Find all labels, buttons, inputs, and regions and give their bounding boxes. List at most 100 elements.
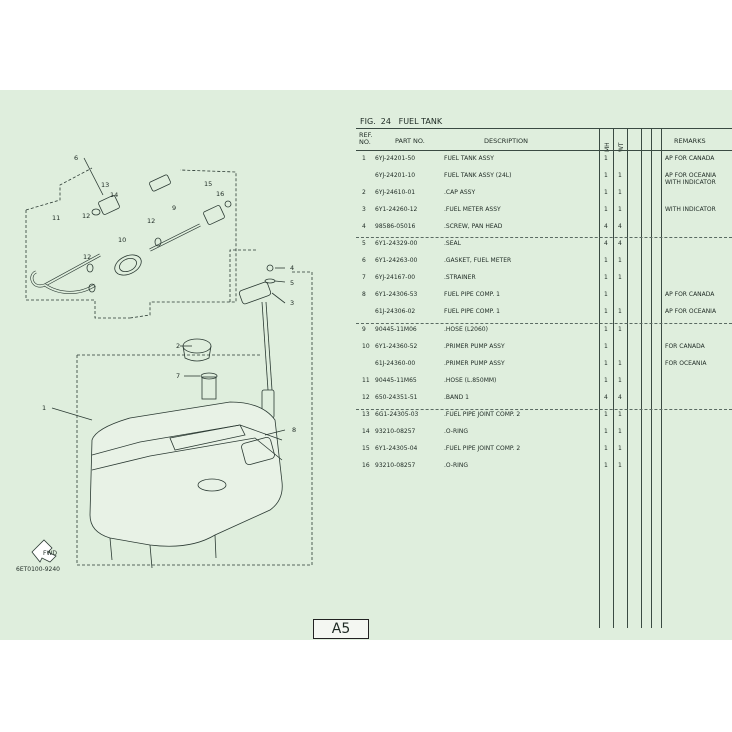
cell-wt: 1 [618,308,622,315]
cell-description: .STRAINER [444,274,476,281]
cell-part-no: 650-24351-51 [375,394,418,401]
cell-mh: 1 [604,257,608,264]
fwd-label: FWD [43,550,57,557]
callout-label: 11 [52,214,60,222]
col-header-ref: REF. NO. [359,131,373,146]
cell-part-no: 6YJ-24167-00 [375,274,416,281]
fwd-arrow-icon: FWD [31,539,57,563]
group-separator [356,409,732,410]
col-header-description: DESCRIPTION [484,137,528,145]
cell-part-no: 61J-24306-02 [375,308,416,315]
col-header-remarks: REMARKS [674,137,706,145]
callout-label: 16 [216,190,224,198]
cell-ref: 4 [362,223,366,230]
cell-wt: 1 [618,206,622,213]
callout-label: 13 [101,181,109,189]
cell-description: FUEL PIPE COMP. 1 [444,291,500,298]
cell-wt: 1 [618,189,622,196]
figure-title: FIG. 24 FUEL TANK [360,117,443,126]
cell-mh: 1 [604,343,608,350]
cell-description: .SCREW, PAN HEAD [444,223,503,230]
cell-ref: 5 [362,240,366,247]
cell-part-no: 6YJ-24201-50 [375,155,416,162]
cell-ref: 8 [362,291,366,298]
cell-mh: 1 [604,462,608,469]
cell-description: .FUEL PIPE JOINT COMP. 2 [444,411,521,418]
cell-mh: 1 [604,377,608,384]
cell-wt: 1 [618,172,622,179]
cell-wt: 4 [618,223,622,230]
callout-label: 12 [147,217,155,225]
cell-wt: 1 [618,462,622,469]
cell-wt: 1 [618,326,622,333]
cell-part-no: 93210-08257 [375,428,416,435]
callout-label: 1 [42,404,46,412]
diagram-callouts: 6 13 14 15 16 11 12 9 12 10 12 4 5 3 2 7… [42,154,296,434]
fuel-tank-exploded-diagram: 6 13 14 15 16 11 12 9 12 10 12 4 5 3 2 7… [16,154,313,573]
cell-description: .PRIMER PUMP ASSY [444,360,505,367]
callout-label: 12 [82,212,90,220]
cell-ref: 14 [362,428,370,435]
callout-label: 3 [290,299,294,307]
cell-ref: 6 [362,257,366,264]
cell-part-no: 6G1-24305-03 [375,411,419,418]
col-divider [651,128,652,628]
col-header-part-no: PART NO. [395,137,425,145]
cell-description: .HOSE (L2060) [444,326,488,333]
cell-ref: 1 [362,155,366,162]
col-divider [599,128,600,628]
cell-part-no: 61J-24360-00 [375,360,416,367]
cell-part-no: 6Y1-24263-00 [375,257,418,264]
table-top-rule [356,128,732,129]
cell-mh: 1 [604,155,608,162]
cell-remarks: WITH INDICATOR [665,206,716,213]
cell-remarks: AP FOR OCEANIA WITH INDICATOR [665,172,717,186]
callout-label: 12 [83,253,91,261]
cell-part-no: 6Y1-24305-04 [375,445,418,452]
cell-remarks: AP FOR OCEANIA [665,308,717,315]
cell-wt: 4 [618,394,622,401]
cell-mh: 1 [604,206,608,213]
cell-mh: 1 [604,172,608,179]
callout-label: 2 [176,342,180,350]
cell-mh: 1 [604,445,608,452]
cell-remarks: FOR OCEANIA [665,360,707,367]
cell-mh: 1 [604,308,608,315]
callout-label: 8 [292,426,296,434]
table-header-rule [356,150,732,151]
cell-description: .SEAL [444,240,461,247]
cell-mh: 4 [604,240,608,247]
callout-label: 15 [204,180,212,188]
cell-ref: 11 [362,377,370,384]
cell-mh: 1 [604,326,608,333]
cell-part-no: 90445-11M65 [375,377,417,384]
cell-wt: 1 [618,428,622,435]
cell-remarks: AP FOR CANADA [665,155,715,162]
col-divider [661,128,662,628]
cell-part-no: 6YJ-24610-01 [375,189,416,196]
group-separator [356,323,732,324]
callout-label: 9 [172,204,176,212]
cell-wt: 1 [618,257,622,264]
cell-wt: 4 [618,240,622,247]
cell-part-no: 6Y1-24260-12 [375,206,418,213]
cell-ref: 3 [362,206,366,213]
cell-part-no: 90445-11M06 [375,326,417,333]
cell-part-no: 6YJ-24201-10 [375,172,416,179]
cell-description: FUEL TANK ASSY [444,155,494,162]
cell-description: FUEL PIPE COMP. 1 [444,308,500,315]
callout-label: 7 [176,372,180,380]
cell-ref: 13 [362,411,370,418]
cell-mh: 1 [604,428,608,435]
cell-description: .O-RING [444,428,469,435]
cell-wt: 1 [618,360,622,367]
cell-remarks: FOR CANADA [665,343,705,350]
cell-mh: 1 [604,291,608,298]
col-divider [613,128,614,628]
cell-description: .FUEL METER ASSY [444,206,501,213]
cell-wt: 1 [618,377,622,384]
cell-part-no: 6Y1-24360-52 [375,343,418,350]
cell-description: .CAP ASSY [444,189,476,196]
cell-part-no: 6Y1-24306-53 [375,291,418,298]
group-separator [356,237,732,238]
